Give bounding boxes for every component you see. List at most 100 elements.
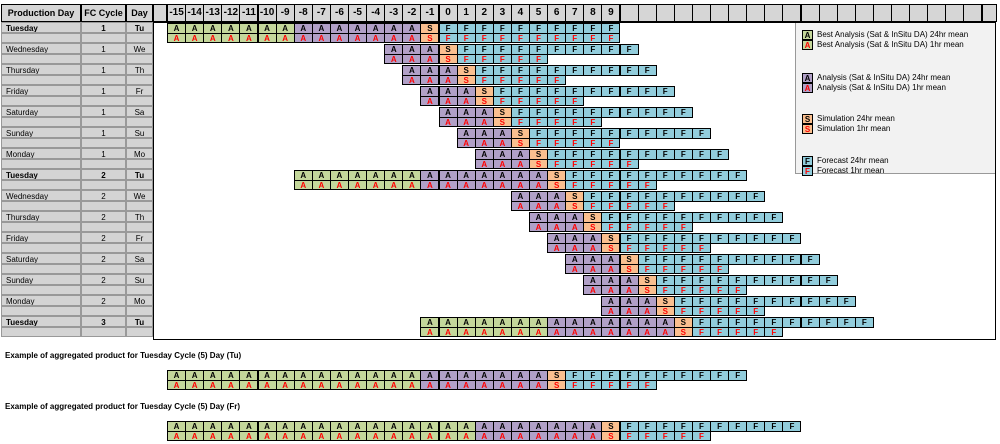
legend-label-24h: Simulation 24hr mean [817, 114, 895, 123]
row-8-1h-analysis-cell: A [547, 200, 567, 211]
example-0-1h-best-analysis-cell: A [239, 379, 259, 390]
row-3-24h-forecast-cell: F [655, 86, 675, 97]
example-0-1h-best-analysis-cell: A [221, 379, 241, 390]
row-7-1h-forecast-cell: F [583, 179, 603, 190]
row-day-sub [126, 222, 153, 232]
row-8-1h-forecast-cell: F [601, 200, 621, 211]
row-10-1h-forecast-cell: F [637, 242, 657, 253]
row-13-1h-forecast-cell: F [691, 305, 711, 316]
row-12-1h-forecast-cell: F [728, 284, 748, 295]
row-12-1h-forecast-cell: F [691, 284, 711, 295]
row-1-1h-forecast-cell: F [474, 53, 494, 64]
header-day-number: -1 [420, 4, 440, 22]
row-1-24h-forecast-cell: F [547, 44, 567, 55]
example-0-24h-forecast-cell: F [673, 370, 693, 381]
row-13-1h-analysis-cell: A [637, 305, 657, 316]
row-14-24h-forecast-cell: F [800, 317, 820, 328]
header-day-number: 2 [474, 4, 494, 22]
row-3-1h-forecast-cell: F [565, 95, 585, 106]
example-0-1h-simulation-cell: S [547, 379, 567, 390]
header-day-number: -9 [275, 4, 295, 22]
row-4-1h-forecast-cell: F [529, 116, 549, 127]
row-4-24h-forecast-cell: F [601, 107, 621, 118]
row-7-1h-analysis-cell: A [510, 179, 530, 190]
row-11-1h-forecast-cell: F [655, 263, 675, 274]
row-5-24h-forecast-cell: F [655, 128, 675, 139]
row-10-1h-forecast-cell: F [691, 242, 711, 253]
example-title: Example of aggregated product for Tuesda… [5, 351, 242, 360]
row-12-1h-forecast-cell: F [655, 284, 675, 295]
example-1-24h-forecast-cell: F [728, 421, 748, 432]
row-6-24h-forecast-cell: F [691, 149, 711, 160]
row-1-1h-analysis-cell: A [384, 53, 404, 64]
row-4-1h-forecast-cell: F [547, 116, 567, 127]
row-day: Su [126, 127, 153, 138]
row-14-1h-analysis-cell: A [655, 326, 675, 337]
row-7-1h-best-analysis-cell: A [366, 179, 386, 190]
row-fc-cycle: 2 [81, 295, 126, 306]
row-14-1h-best-analysis-cell: A [438, 326, 458, 337]
header-empty-cell [800, 4, 820, 22]
example-title: Example of aggregated product for Tuesda… [5, 402, 241, 411]
row-2-24h-forecast-cell: F [583, 65, 603, 76]
row-6-1h-simulation-cell: S [529, 158, 549, 169]
row-9-1h-analysis-cell: A [565, 221, 585, 232]
row-9-1h-forecast-cell: F [601, 221, 621, 232]
row-3-1h-forecast-cell: F [529, 95, 549, 106]
row-14-1h-best-analysis-cell: A [420, 326, 440, 337]
legend-label-1h: Best Analysis (Sat & InSitu DA) 1hr mean [817, 40, 964, 49]
row-9-1h-analysis-cell: A [547, 221, 567, 232]
row-6-1h-forecast-cell: F [601, 158, 621, 169]
row-8-24h-forecast-cell: F [728, 191, 748, 202]
header-day-number: -11 [239, 4, 259, 22]
row-13-1h-forecast-cell: F [710, 305, 730, 316]
row-11-1h-forecast-cell: F [637, 263, 657, 274]
row-day-sub [126, 180, 153, 190]
row-7-1h-simulation-cell: S [547, 179, 567, 190]
row-5-24h-forecast-cell: F [637, 128, 657, 139]
row-5-1h-forecast-cell: F [583, 137, 603, 148]
row-0-1h-best-analysis-cell: A [221, 32, 241, 43]
example-0-1h-best-analysis-cell: A [293, 379, 313, 390]
row-4-24h-forecast-cell: F [673, 107, 693, 118]
header-day-number: -5 [348, 4, 368, 22]
row-0-1h-simulation-cell: S [420, 32, 440, 43]
legend-swatch-24h: A [802, 73, 813, 83]
row-1-24h-forecast-cell: F [619, 44, 639, 55]
row-8-1h-forecast-cell: F [619, 200, 639, 211]
row-13-1h-forecast-cell: F [673, 305, 693, 316]
header-empty-cell [710, 4, 730, 22]
row-10-24h-forecast-cell: F [710, 233, 730, 244]
legend-label-1h: Analysis (Sat & InSitu DA) 1hr mean [817, 83, 946, 92]
example-0-1h-best-analysis-cell: A [384, 379, 404, 390]
row-production-day-sub [1, 264, 81, 274]
row-14-1h-analysis-cell: A [583, 326, 603, 337]
example-1-1h-analysis-cell: A [492, 430, 512, 441]
header-day-number: 7 [565, 4, 585, 22]
row-8-24h-forecast-cell: F [746, 191, 766, 202]
row-0-1h-forecast-cell: F [474, 32, 494, 43]
row-production-day-sub [1, 243, 81, 253]
row-2-1h-analysis-cell: A [438, 74, 458, 85]
row-production-day-sub [1, 75, 81, 85]
row-production-day: Tuesday [1, 316, 81, 327]
row-12-1h-analysis-cell: A [583, 284, 603, 295]
row-fc-cycle: 1 [81, 64, 126, 75]
row-0-1h-forecast-cell: F [601, 32, 621, 43]
example-1-1h-best-analysis-cell: A [257, 430, 277, 441]
row-day-sub [126, 117, 153, 127]
row-3-24h-forecast-cell: F [601, 86, 621, 97]
row-12-1h-forecast-cell: F [673, 284, 693, 295]
row-4-1h-analysis-cell: A [474, 116, 494, 127]
legend-swatch-24h: A [802, 30, 813, 40]
row-7-1h-analysis-cell: A [438, 179, 458, 190]
row-day-sub [126, 96, 153, 106]
example-0-1h-forecast-cell: F [637, 379, 657, 390]
row-fc-cycle-sub [81, 159, 126, 169]
row-0-1h-forecast-cell: F [565, 32, 585, 43]
row-production-day: Monday [1, 295, 81, 306]
row-3-1h-analysis-cell: A [420, 95, 440, 106]
row-12-24h-forecast-cell: F [800, 275, 820, 286]
row-day: Fr [126, 85, 153, 96]
